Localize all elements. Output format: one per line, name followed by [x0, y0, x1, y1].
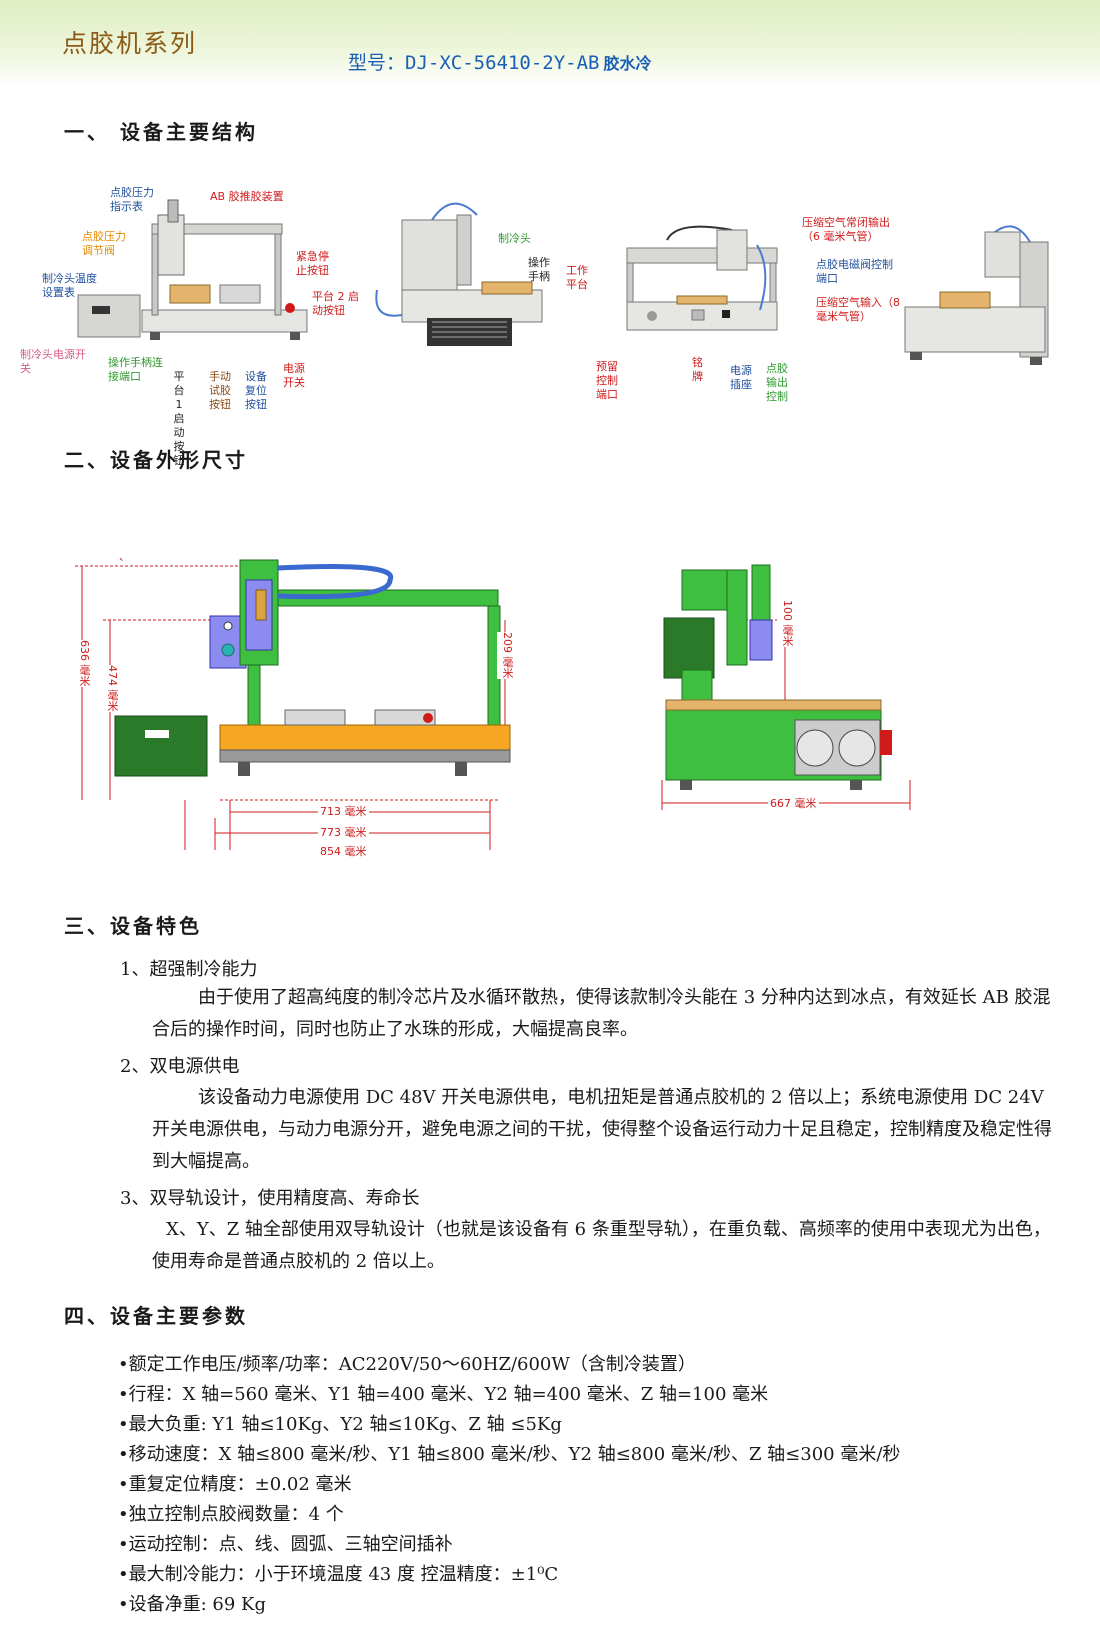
callout-handle-port: 操作手柄连接端口: [108, 356, 163, 383]
dimension-209: 209 毫米: [497, 632, 517, 679]
spec-item: •重复定位精度：±0.02 毫米: [118, 1474, 352, 1495]
callout-ab-device: AB 胶推胶装置: [210, 190, 284, 203]
feature-1-title: 1、超强制冷能力: [120, 959, 258, 980]
callout-power-socket: 电源插座: [730, 364, 752, 391]
machine-angle-photo: [900, 212, 1060, 372]
series-title: 点胶机系列: [62, 29, 198, 58]
spec-item: •独立控制点胶阀数量：4 个: [118, 1504, 344, 1525]
callout-valve-port: 点胶电磁阀控制端口: [816, 258, 893, 285]
feature-2-body: 该设备动力电源使用 DC 48V 开关电源供电，电机扭矩是普通点胶机的 2 倍以…: [152, 1087, 1052, 1172]
callout-dispense-out: 点胶输出控制: [766, 362, 788, 403]
section-title-dimensions: 二、设备外形尺寸: [64, 448, 248, 472]
callout-cool-power: 制冷头电源开关: [20, 348, 86, 375]
section-title-parameters: 四、设备主要参数: [64, 1304, 248, 1328]
callout-manual-dispense: 手动试胶按钮: [209, 370, 231, 411]
callout-reserved-port: 预留控制端口: [596, 360, 618, 401]
machine-front-photo: [70, 190, 310, 350]
dimension-667: 667 毫米: [768, 795, 819, 811]
dimension-773: 773 毫米: [318, 824, 369, 840]
callout-platform2-start: 平台 2 启动按钮: [312, 290, 359, 317]
machine-side-photo: [372, 190, 562, 355]
dimension-854: 854 毫米: [318, 843, 369, 859]
callout-nameplate: 铭牌: [692, 356, 703, 383]
section-title-structure: 一、 设备主要结构: [64, 120, 258, 144]
spec-item: •行程：X 轴=560 毫米、Y1 轴=400 毫米、Y2 轴=400 毫米、Z…: [118, 1384, 769, 1405]
callout-temp-setter: 制冷头温度设置表: [42, 272, 97, 299]
model-suffix: 胶水冷: [603, 54, 652, 73]
callout-cool-head: 制冷头: [498, 232, 531, 245]
callout-platform1-start: 平台1启动按钮: [173, 370, 185, 467]
callout-power-switch: 电源开关: [283, 362, 305, 389]
callout-air-output: 压缩空气常闭输出（6 毫米气管）: [802, 216, 890, 243]
callout-emergency-stop: 紧急停止按钮: [296, 250, 329, 277]
spec-item: •运动控制：点、线、圆弧、三轴空间插补: [118, 1534, 453, 1555]
callout-handle: 操作手柄: [528, 256, 550, 283]
feature-1-body: 由于使用了超高纯度的制冷芯片及水循环散热，使得该款制冷头能在 3 分种内达到冰点…: [152, 987, 1051, 1040]
callout-work-platform: 工作平台: [566, 264, 588, 291]
callout-pressure-valve: 点胶压力调节阀: [82, 230, 126, 257]
feature-3-body: X、Y、Z 轴全部使用双导轨设计（也就是该设备有 6 条重型导轨），在重负载、高…: [152, 1219, 1051, 1272]
spec-item: •额定工作电压/频率/功率：AC220V/50～60HZ/600W（含制冷装置）: [118, 1354, 696, 1375]
dimension-636: 636 毫米: [74, 640, 94, 687]
spec-item: •移动速度：X 轴≤800 毫米/秒、Y1 轴≤800 毫米/秒、Y2 轴≤80…: [118, 1444, 901, 1465]
feature-2-title: 2、双电源供电: [120, 1056, 240, 1077]
callout-reset: 设备复位按钮: [245, 370, 267, 411]
dimension-100: 100 毫米: [777, 600, 797, 647]
spec-item: •最大负重: Y1 轴≤10Kg、Y2 轴≤10Kg、Z 轴 ≤5Kg: [118, 1414, 562, 1435]
spec-item: •最大制冷能力：小于环境温度 43 度 控温精度：±1⁰C: [118, 1564, 559, 1585]
front-dimension-drawing: [75, 559, 511, 850]
callout-air-input: 压缩空气输入（8 毫米气管）: [816, 296, 900, 323]
model-label: 型号：DJ-XC-56410-2Y-AB: [348, 52, 600, 74]
dimension-474: 474 毫米: [102, 665, 122, 712]
section-title-features: 三、设备特色: [64, 914, 202, 938]
callout-pressure-gauge: 点胶压力指示表: [110, 186, 154, 213]
side-dimension-drawing: [661, 564, 911, 810]
spec-item: •设备净重: 69 Kg: [118, 1594, 266, 1615]
feature-3-title: 3、双导轨设计，使用精度高、寿命长: [120, 1188, 420, 1209]
dimension-713: 713 毫米: [318, 803, 369, 819]
machine-back-photo: [622, 210, 782, 345]
dimension-stray-mark: 、: [117, 548, 132, 564]
